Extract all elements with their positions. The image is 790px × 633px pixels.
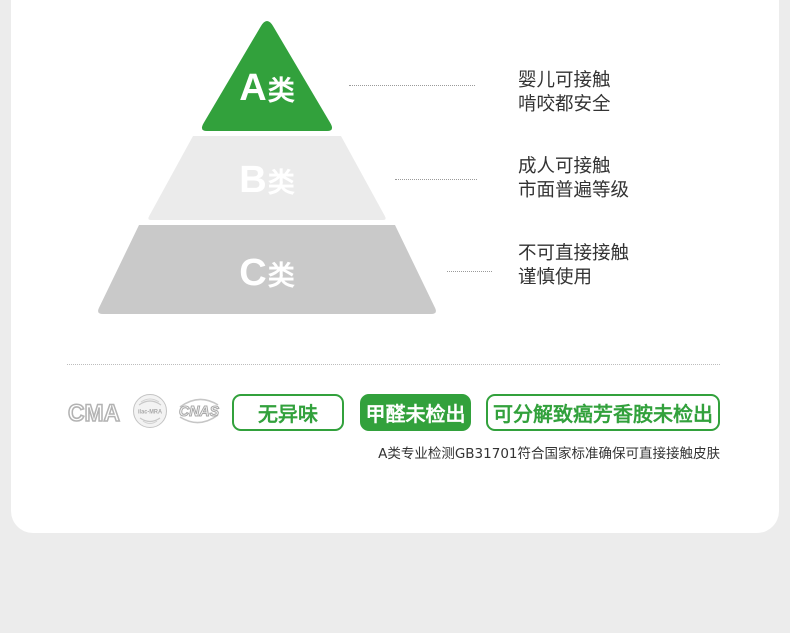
ilac-mra-logo: ilac-MRA — [133, 394, 167, 428]
cnas-logo-text: CNAS — [179, 403, 219, 420]
tier-c-label: C 类 — [197, 251, 337, 295]
tier-c-description-line-1: 不可直接接触 — [518, 243, 630, 264]
tier-c-description: 不可直接接触 谨慎使用 — [518, 242, 629, 290]
cma-logo-text: CMA — [68, 400, 120, 427]
tier-b-letter: B — [239, 159, 267, 201]
dotted-divider — [67, 364, 720, 365]
tier-b-label: B 类 — [197, 158, 337, 202]
tier-a-description-line-2: 啃咬都安全 — [518, 94, 611, 115]
tier-a-description: 婴儿可接触 啃咬都安全 — [518, 69, 611, 117]
pyramid-diagram — [98, 21, 436, 314]
cma-logo: CMA — [67, 399, 121, 428]
tier-b-suffix: 类 — [267, 168, 295, 199]
pyramid-tier-b — [148, 136, 386, 220]
tier-b-connector — [395, 179, 477, 180]
tier-a-label: A 类 — [197, 66, 337, 110]
tier-a-connector — [349, 85, 475, 86]
tier-c-letter: C — [239, 252, 267, 294]
tier-a-letter: A — [239, 67, 267, 109]
tier-c-suffix: 类 — [267, 261, 295, 292]
ilac-mra-logo-text: ilac-MRA — [138, 409, 162, 416]
badge-no-formaldehyde: 甲醛未检出 — [360, 394, 471, 431]
tier-b-description: 成人可接触 市面普遍等级 — [518, 155, 629, 203]
pyramid-tier-c — [98, 225, 436, 314]
pyramid-tier-a — [201, 21, 333, 131]
tier-b-description-line-2: 市面普遍等级 — [518, 180, 630, 201]
tier-c-connector — [447, 271, 492, 272]
badge-odorless: 无异味 — [232, 394, 344, 431]
tier-a-description-line-1: 婴儿可接触 — [518, 70, 611, 91]
tier-b-description-line-1: 成人可接触 — [518, 156, 611, 177]
tier-c-description-line-2: 谨慎使用 — [518, 267, 593, 288]
certification-footnote: A类专业检测GB31701符合国家标准确保可直接接触皮肤 — [378, 446, 720, 462]
badge-no-aromatic-amines: 可分解致癌芳香胺未检出 — [486, 394, 720, 431]
tier-a-suffix: 类 — [267, 76, 295, 107]
cnas-logo: CNAS — [178, 398, 220, 424]
